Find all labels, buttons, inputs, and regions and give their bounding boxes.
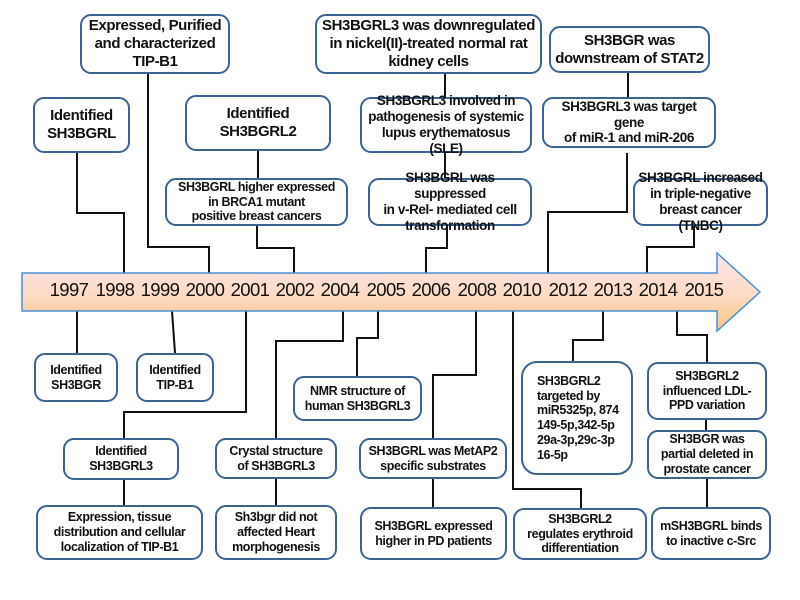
connector-2013 bbox=[572, 311, 604, 361]
event-box: SH3BGRL increased in triple-negative bre… bbox=[633, 170, 768, 233]
event-box: SH3BGR was partial deleted in prostate c… bbox=[647, 430, 767, 479]
connector-2015 bbox=[676, 311, 708, 362]
event-box: SH3BGRL2 targeted by miR5325p, 874 149-5… bbox=[521, 361, 633, 475]
year-label: 2001 bbox=[230, 279, 270, 300]
event-box: Identified SH3BGRL2 bbox=[185, 95, 331, 151]
connector-2000 bbox=[147, 74, 210, 273]
connector-1999 bbox=[171, 310, 176, 354]
connector-2004 bbox=[275, 311, 344, 438]
year-label: 2005 bbox=[366, 279, 406, 300]
event-box: Sh3bgr did not affected Heart morphogene… bbox=[215, 505, 337, 560]
event-box: SH3BGRL was MetAP2 specific substrates bbox=[359, 438, 507, 479]
event-box: Identified SH3BGRL bbox=[33, 97, 130, 153]
event-box: SH3BGRL higher expressed in BRCA1 mutant… bbox=[165, 178, 348, 226]
year-label: 2000 bbox=[185, 279, 225, 300]
year-label: 2010 bbox=[502, 279, 542, 300]
year-label: 1998 bbox=[95, 279, 135, 300]
year-label: 2014 bbox=[638, 279, 678, 300]
year-label: 2002 bbox=[275, 279, 315, 300]
event-box: NMR structure of human SH3BGRL3 bbox=[293, 376, 422, 421]
year-label: 2013 bbox=[593, 279, 633, 300]
connector-2012 bbox=[547, 153, 628, 273]
event-box: Expressed, Purified and characterized TI… bbox=[80, 14, 230, 74]
connector-2001 bbox=[123, 300, 247, 438]
year-axis: 1997 1998 1999 2000 2001 2002 2004 2005 … bbox=[0, 279, 800, 307]
event-box: SH3BGRL was suppressed in v-Rel- mediate… bbox=[368, 170, 532, 233]
connector-2010 bbox=[512, 311, 582, 508]
connector-2006 bbox=[425, 226, 448, 273]
year-label: 2015 bbox=[684, 279, 724, 300]
connector-2005 bbox=[356, 311, 379, 376]
connector-2014 bbox=[646, 226, 695, 273]
year-label: 2006 bbox=[411, 279, 451, 300]
event-box: Identified SH3BGR bbox=[34, 353, 118, 402]
connector-1998 bbox=[76, 153, 125, 273]
event-box: SH3BGRL expressed higher in PD patients bbox=[360, 507, 507, 560]
event-box: SH3BGR was downstream of STAT2 bbox=[549, 26, 710, 73]
event-box: SH3BGRL3 was target gene of miR-1 and mi… bbox=[542, 97, 716, 148]
event-box: SH3BGRL3 was downregulated in nickel(II)… bbox=[315, 14, 542, 74]
event-box: Identified SH3BGRL3 bbox=[63, 438, 179, 480]
connector-2002 bbox=[256, 226, 295, 273]
year-label: 2004 bbox=[320, 279, 360, 300]
event-box: Crystal structure of SH3BGRL3 bbox=[215, 438, 337, 479]
year-label: 2012 bbox=[548, 279, 588, 300]
year-label: 1999 bbox=[140, 279, 180, 300]
event-box: SH3BGRL2 regulates erythroid differentia… bbox=[513, 508, 647, 560]
year-label: 1997 bbox=[49, 279, 89, 300]
connector-2008 bbox=[432, 311, 477, 438]
year-label: 2008 bbox=[457, 279, 497, 300]
event-box: SH3BGRL2 influenced LDL- PPD variation bbox=[647, 362, 767, 420]
timeline-arrow bbox=[21, 251, 762, 333]
event-box: Identified TIP-B1 bbox=[136, 353, 214, 402]
event-box: SH3BGRL3 involved in pathogenesis of sys… bbox=[360, 93, 532, 156]
event-box: mSH3BGRL binds to inactive c-Src bbox=[651, 507, 771, 560]
event-box: Expression, tissue distribution and cell… bbox=[36, 505, 203, 560]
